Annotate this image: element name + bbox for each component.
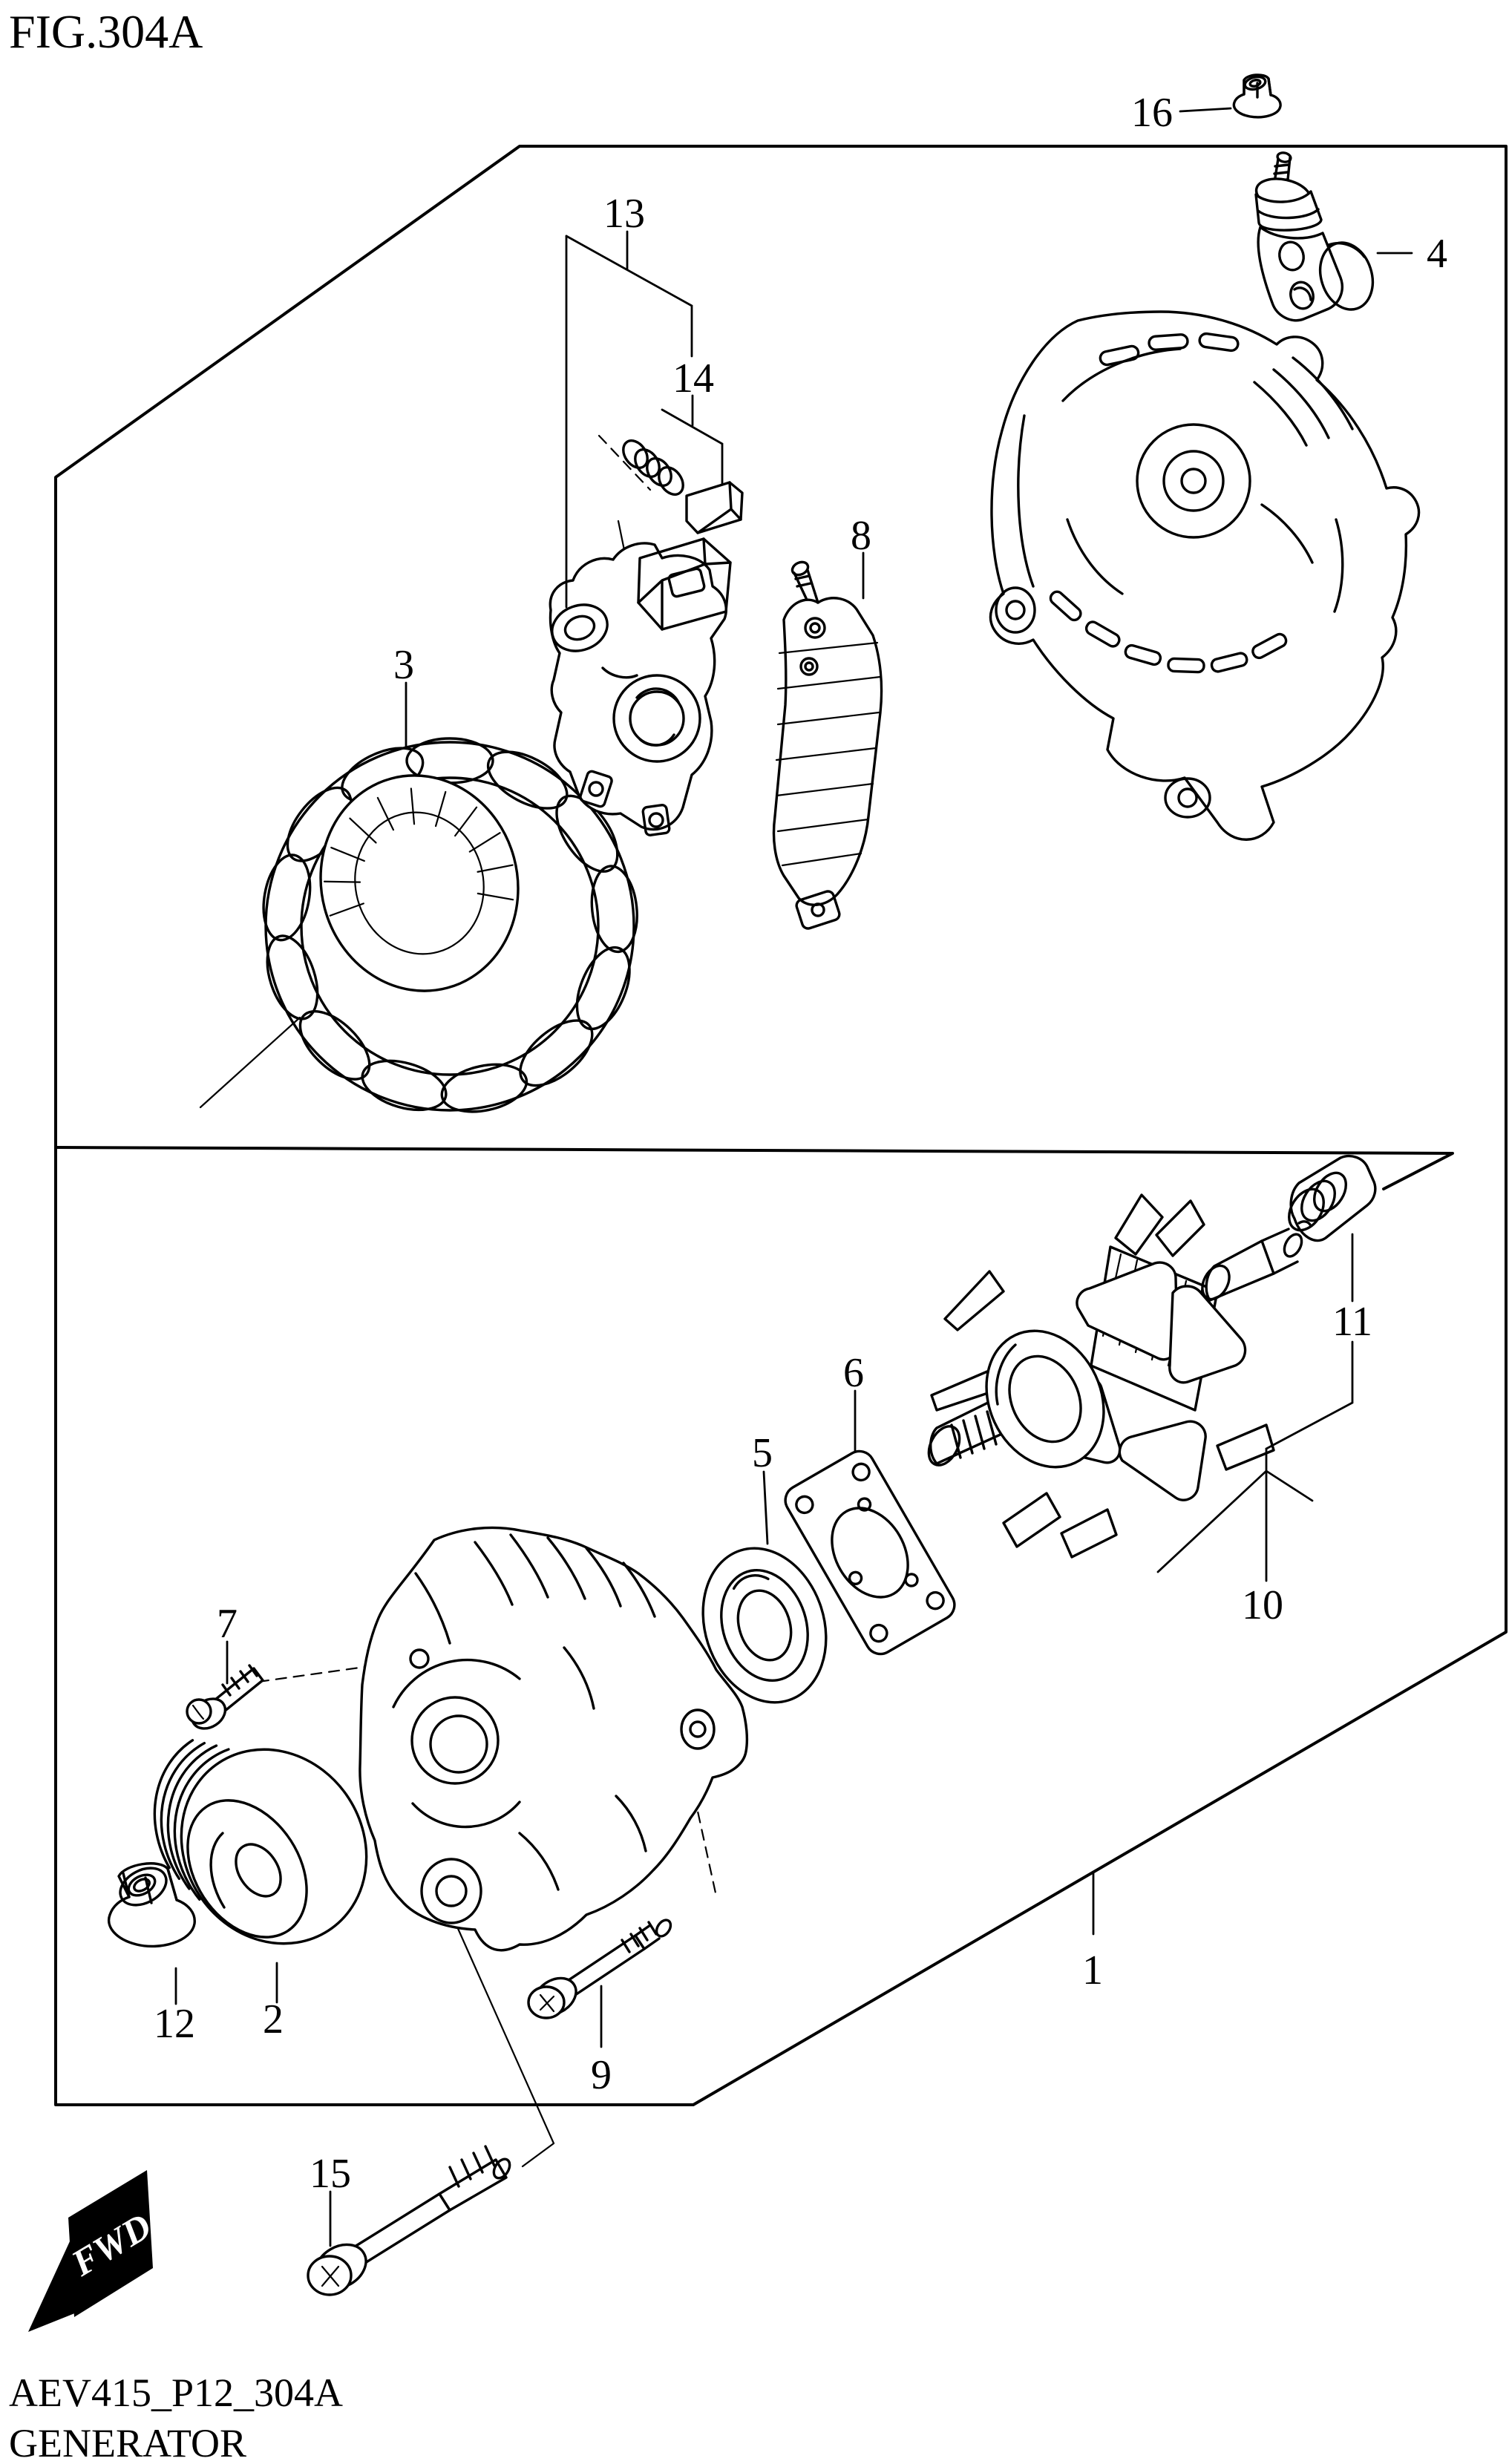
footer-name: GENERATOR (9, 2421, 246, 2464)
part-label-6: 6 (843, 1350, 864, 1396)
part-12-pulley-nut-drawing (108, 1862, 196, 1948)
part-13-regulator-drawing (549, 537, 732, 836)
part-11-slip-ring-drawing (1288, 1154, 1377, 1242)
part-4-terminal-drawing (1254, 151, 1375, 322)
part-label-14: 14 (672, 355, 714, 402)
footer-code: AEV415_P12_304A (9, 2370, 343, 2415)
part-9-bolt-drawing (527, 1919, 672, 2019)
part-10-rotor-drawing (927, 1193, 1303, 1559)
part-15-through-bolt-drawing (307, 2145, 511, 2296)
part-label-15: 15 (310, 2151, 351, 2197)
part-label-10: 10 (1242, 1582, 1283, 1628)
part-label-5: 5 (752, 1430, 773, 1476)
front-housing-drawing (359, 1526, 749, 1952)
part-label-8: 8 (851, 513, 871, 559)
part-16-nut-drawing (1232, 73, 1282, 119)
part-13-leader-line (565, 235, 693, 358)
part-10-leader-line (1265, 1469, 1314, 1502)
part-7-screw-drawing (186, 1664, 264, 1730)
part-10-leader-line (1156, 1469, 1268, 1573)
part-8-rectifier-drawing (772, 560, 883, 930)
part-label-7: 7 (217, 1601, 238, 1647)
brush-install-dash-line (598, 434, 652, 491)
part-label-16: 16 (1131, 90, 1173, 136)
rear-housing-drawing (989, 310, 1421, 841)
figure-title: FIG.304A (9, 5, 203, 58)
part-3-stator-drawing (256, 735, 643, 1121)
part-16-leader-line (1179, 107, 1232, 113)
part-5-bearing-drawing (701, 1547, 828, 1704)
part-label-12: 12 (154, 2001, 195, 2047)
part-label-2: 2 (263, 1996, 284, 2042)
outer-border (54, 145, 1508, 2106)
part-14-brush-spring-drawing (622, 439, 744, 534)
part-label-1: 1 (1082, 1947, 1103, 1993)
border-frame (54, 145, 1508, 2106)
middle-separator-line (54, 1146, 1454, 1190)
part-label-3: 3 (393, 642, 414, 688)
fwd-marker: FWD (28, 2170, 158, 2332)
part-6-retainer-plate-drawing (784, 1449, 956, 1656)
part-label-9: 9 (591, 2052, 612, 2098)
part-label-11: 11 (1332, 1299, 1372, 1345)
stator-pointer-line (199, 1016, 301, 1109)
part-5-leader-line (762, 1470, 769, 1545)
part-label-4: 4 (1427, 231, 1447, 277)
part-2-pulley-drawing (153, 1726, 368, 1945)
fwd-flag (68, 2170, 153, 2317)
part-14-leader-line (661, 408, 724, 486)
leader-lines (174, 107, 1413, 2247)
fwd-arrow-icon (28, 2241, 88, 2332)
part-label-13: 13 (603, 191, 645, 237)
part-11-leader-line (1265, 1340, 1354, 1450)
bolt15-elbow-leader (442, 1895, 555, 2168)
